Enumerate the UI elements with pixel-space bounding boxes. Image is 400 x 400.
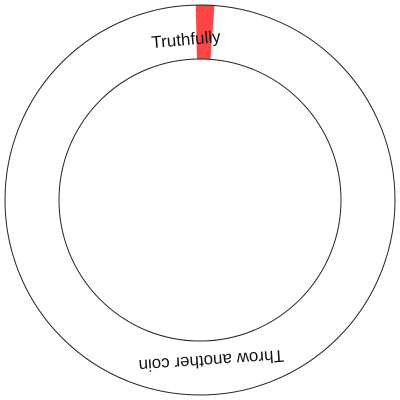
wheel-marker — [195, 5, 215, 60]
inner-ring — [58, 58, 342, 342]
outer-ring — [4, 4, 396, 396]
wheel-label-1: Throw another coin — [138, 346, 285, 375]
marker-layer — [195, 5, 215, 60]
